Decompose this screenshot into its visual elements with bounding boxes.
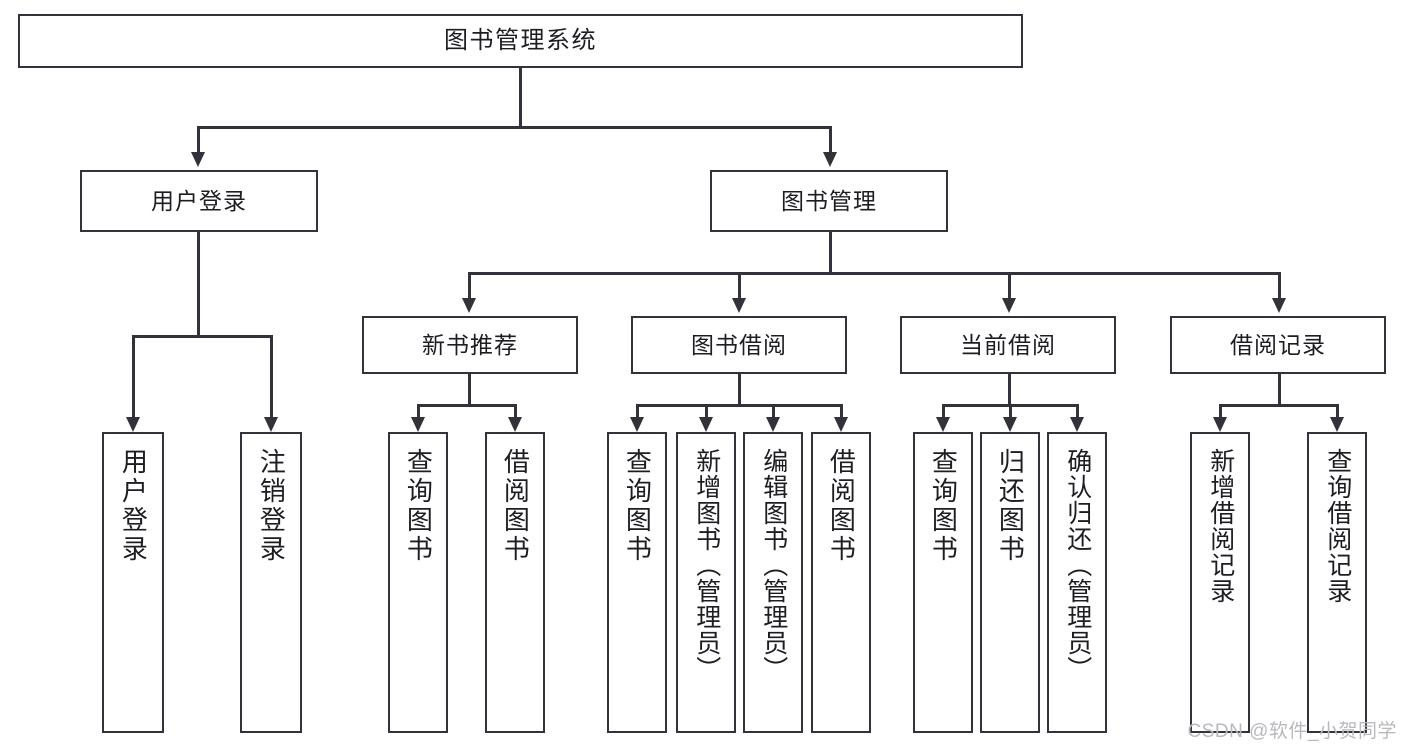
leaf-query-book-1[interactable]: 查询图书 <box>388 432 448 733</box>
connector-currentborrow-leaf2 <box>1009 404 1012 419</box>
connector-root-to-book-manage <box>829 126 832 154</box>
arrow-bookborrow-leaf1 <box>630 417 644 432</box>
connector-borrowrecord-leaf1 <box>1219 404 1222 419</box>
connector-currentborrow-stem <box>1008 374 1011 406</box>
connector-borrowrecord-bar <box>1219 404 1338 407</box>
connector-borrowrecord-leaf2 <box>1336 404 1339 419</box>
arrow-root-to-book-manage <box>823 152 837 167</box>
leaf-logout-login[interactable]: 注销登录 <box>240 432 302 733</box>
connector-user-login-leaf2 <box>270 335 273 419</box>
node-current-borrow-label: 当前借阅 <box>960 331 1056 358</box>
connector-borrowrecord-stem <box>1278 374 1281 406</box>
arrow-bookborrow-leaf2 <box>699 417 713 432</box>
arrow-user-login-leaf2 <box>264 417 278 432</box>
node-book-manage-label: 图书管理 <box>781 187 877 214</box>
leaf-query-book-3[interactable]: 查询图书 <box>913 432 973 733</box>
leaf-edit-book-admin[interactable]: 编辑图书（管理员） <box>743 432 803 733</box>
connector-newbook-leaf2 <box>514 404 517 419</box>
arrow-currentborrow-leaf1 <box>936 417 950 432</box>
arrow-book-manage-c3 <box>1002 298 1016 313</box>
leaf-confirm-return-admin-label: 确认归还（管理员） <box>1063 448 1092 682</box>
connector-user-login-leaf1 <box>132 335 135 419</box>
arrow-book-manage-c1 <box>462 298 476 313</box>
arrow-root-to-user-login <box>191 152 205 167</box>
arrow-bookborrow-leaf4 <box>834 417 848 432</box>
arrow-newbook-leaf2 <box>508 417 522 432</box>
node-book-manage[interactable]: 图书管理 <box>710 170 948 232</box>
leaf-confirm-return-admin[interactable]: 确认归还（管理员） <box>1047 432 1107 733</box>
connector-user-login-bar <box>132 335 272 338</box>
connector-root-stem <box>519 68 522 128</box>
connector-newbook-stem <box>468 374 471 406</box>
node-current-borrow[interactable]: 当前借阅 <box>900 316 1116 374</box>
leaf-query-book-2-label: 查询图书 <box>622 448 653 564</box>
node-new-book-recommend-label: 新书推荐 <box>422 331 518 358</box>
leaf-query-book-3-label: 查询图书 <box>928 448 959 564</box>
connector-book-manage-c2 <box>738 272 741 300</box>
connector-newbook-leaf1 <box>417 404 420 419</box>
node-root-book-management-system[interactable]: 图书管理系统 <box>18 14 1023 68</box>
leaf-query-book-1-label: 查询图书 <box>403 448 434 564</box>
leaf-add-book-admin[interactable]: 新增图书（管理员） <box>676 432 736 733</box>
leaf-add-book-admin-label: 新增图书（管理员） <box>692 448 721 682</box>
leaf-borrow-book-2-label: 借阅图书 <box>826 448 857 564</box>
node-book-borrow-label: 图书借阅 <box>691 331 787 358</box>
node-book-borrow[interactable]: 图书借阅 <box>631 316 847 374</box>
leaf-borrow-book-1[interactable]: 借阅图书 <box>485 432 545 733</box>
leaf-logout-login-label: 注销登录 <box>256 448 287 564</box>
connector-book-manage-c3 <box>1008 272 1011 300</box>
leaf-query-borrow-record-label: 查询借阅记录 <box>1323 448 1352 604</box>
arrow-borrowrecord-leaf1 <box>1213 417 1227 432</box>
node-borrow-record-label: 借阅记录 <box>1230 331 1326 358</box>
connector-bookborrow-leaf2 <box>705 404 708 419</box>
arrow-book-manage-c4 <box>1272 298 1286 313</box>
node-borrow-record[interactable]: 借阅记录 <box>1170 316 1386 374</box>
connector-book-manage-c1 <box>468 272 471 300</box>
arrow-currentborrow-leaf2 <box>1003 417 1017 432</box>
leaf-borrow-book-2[interactable]: 借阅图书 <box>811 432 871 733</box>
connector-newbook-bar <box>417 404 517 407</box>
leaf-user-login[interactable]: 用户登录 <box>102 432 164 733</box>
arrow-bookborrow-leaf3 <box>766 417 780 432</box>
arrow-currentborrow-leaf3 <box>1070 417 1084 432</box>
leaf-query-book-2[interactable]: 查询图书 <box>607 432 667 733</box>
leaf-add-borrow-record[interactable]: 新增借阅记录 <box>1190 432 1250 733</box>
connector-book-manage-stem <box>829 232 832 274</box>
connector-currentborrow-leaf1 <box>942 404 945 419</box>
connector-currentborrow-leaf3 <box>1076 404 1079 419</box>
leaf-borrow-book-1-label: 借阅图书 <box>500 448 531 564</box>
node-root-label: 图书管理系统 <box>444 27 597 54</box>
connector-bookborrow-leaf4 <box>840 404 843 419</box>
node-new-book-recommend[interactable]: 新书推荐 <box>362 316 578 374</box>
connector-book-manage-bar <box>468 272 1280 275</box>
csdn-watermark: CSDN @软件_小贺同学 <box>1187 721 1397 742</box>
arrow-user-login-leaf1 <box>126 417 140 432</box>
connector-root-to-user-login <box>197 126 200 154</box>
connector-bookborrow-leaf1 <box>636 404 639 419</box>
connector-bookborrow-stem <box>738 374 741 406</box>
arrow-book-manage-c2 <box>732 298 746 313</box>
node-user-login[interactable]: 用户登录 <box>80 170 318 232</box>
arrow-borrowrecord-leaf2 <box>1330 417 1344 432</box>
leaf-edit-book-admin-label: 编辑图书（管理员） <box>759 448 788 682</box>
connector-root-bar <box>197 126 832 129</box>
leaf-add-borrow-record-label: 新增借阅记录 <box>1206 448 1235 604</box>
leaf-return-book-label: 归还图书 <box>995 448 1026 564</box>
leaf-return-book[interactable]: 归还图书 <box>980 432 1040 733</box>
node-user-login-label: 用户登录 <box>151 187 247 214</box>
leaf-query-borrow-record[interactable]: 查询借阅记录 <box>1307 432 1367 733</box>
connector-user-login-stem <box>197 232 200 337</box>
connector-bookborrow-bar <box>636 404 842 407</box>
connector-book-manage-c4 <box>1278 272 1281 300</box>
arrow-newbook-leaf1 <box>411 417 425 432</box>
leaf-user-login-label: 用户登录 <box>118 448 149 564</box>
connector-bookborrow-leaf3 <box>772 404 775 419</box>
